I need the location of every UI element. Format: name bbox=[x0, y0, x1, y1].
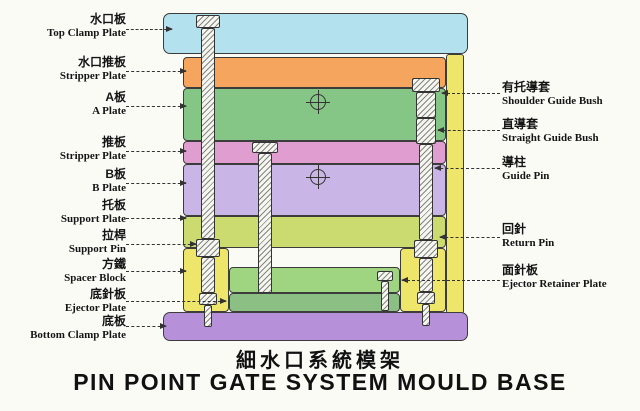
center-mark-icon bbox=[306, 165, 330, 189]
support-pin-collar bbox=[196, 239, 220, 257]
label-straight-guide-bush-en: Straight Guide Bush bbox=[502, 132, 599, 144]
label-bottom-clamp-plate-cn: 底板 bbox=[101, 314, 126, 328]
leader-stripper-plate-mid bbox=[126, 148, 187, 154]
guide-pin bbox=[419, 144, 433, 240]
label-support-pin: 拉桿 Support Pin bbox=[2, 228, 126, 256]
ejector-screw-stem bbox=[381, 281, 389, 311]
shoulder-guide-bush-flange bbox=[412, 78, 440, 92]
stripper-plate-top bbox=[183, 57, 446, 88]
label-bottom-clamp-plate-en: Bottom Clamp Plate bbox=[30, 329, 126, 341]
label-shoulder-guide-bush: 有托導套 Shoulder Guide Bush bbox=[502, 80, 638, 108]
stripper-plate-mid bbox=[183, 141, 446, 164]
support-pin-bolt-head bbox=[199, 293, 217, 305]
straight-guide-bush bbox=[416, 118, 436, 144]
leader-straight-guide-bush bbox=[437, 127, 500, 133]
diagram-title-chinese: 細水口系統模架 bbox=[236, 350, 404, 372]
label-b-plate: B板 B Plate bbox=[2, 167, 126, 195]
label-b-plate-cn: B板 bbox=[105, 167, 126, 181]
label-return-pin: 回針 Return Pin bbox=[502, 222, 638, 250]
label-straight-guide-bush: 直導套 Straight Guide Bush bbox=[502, 117, 638, 145]
ejector-plate bbox=[229, 293, 400, 312]
return-pin bbox=[419, 258, 433, 292]
label-ejector-retainer-plate-en: Ejector Retainer Plate bbox=[502, 278, 607, 290]
label-a-plate: A板 A Plate bbox=[2, 90, 126, 118]
label-support-pin-cn: 拉桿 bbox=[101, 228, 126, 242]
label-stripper-plate-mid-en: Stripper Plate bbox=[59, 150, 126, 162]
label-guide-pin: 導柱 Guide Pin bbox=[502, 155, 638, 183]
label-spacer-block: 方鐵 Spacer Block bbox=[2, 257, 126, 285]
shoulder-guide-bush bbox=[416, 92, 436, 118]
label-spacer-block-en: Spacer Block bbox=[64, 272, 126, 284]
label-bottom-clamp-plate: 底板 Bottom Clamp Plate bbox=[2, 314, 126, 342]
label-ejector-plate-cn: 底針板 bbox=[89, 287, 126, 301]
support-pin-lower bbox=[201, 257, 215, 293]
leader-ejector-retainer-plate bbox=[401, 277, 500, 283]
center-pin-head bbox=[252, 142, 278, 153]
leader-top-clamp-plate bbox=[126, 26, 173, 32]
label-return-pin-cn: 回針 bbox=[502, 222, 527, 236]
leader-stripper-plate-top bbox=[126, 68, 187, 74]
support-pin-shaft bbox=[201, 28, 215, 239]
label-top-clamp-plate-en: Top Clamp Plate bbox=[46, 27, 126, 39]
leader-bottom-clamp-plate bbox=[126, 323, 167, 329]
leader-shoulder-guide-bush bbox=[441, 90, 500, 96]
leader-ejector-plate bbox=[126, 298, 227, 304]
ejector-retainer-plate bbox=[229, 267, 400, 293]
support-pin-head bbox=[196, 15, 220, 28]
label-top-clamp-plate: 水口板 Top Clamp Plate bbox=[2, 12, 126, 40]
return-pin-bolt-head bbox=[417, 292, 435, 304]
leader-support-pin bbox=[126, 241, 197, 247]
label-stripper-plate-top-cn: 水口推板 bbox=[77, 55, 126, 69]
label-ejector-plate: 底針板 Ejector Plate bbox=[2, 287, 126, 315]
leader-a-plate bbox=[126, 103, 187, 109]
label-a-plate-cn: A板 bbox=[105, 90, 126, 104]
label-return-pin-en: Return Pin bbox=[502, 237, 555, 249]
leader-support-plate bbox=[126, 215, 187, 221]
label-shoulder-guide-bush-cn: 有托導套 bbox=[502, 80, 551, 94]
label-ejector-retainer-plate: 面針板 Ejector Retainer Plate bbox=[502, 263, 638, 291]
leader-spacer-block bbox=[126, 268, 187, 274]
diagram-title-english: PIN POINT GATE SYSTEM MOULD BASE bbox=[73, 369, 567, 395]
support-pin-bolt-stem bbox=[204, 305, 212, 327]
center-mark-icon bbox=[306, 90, 330, 114]
leader-return-pin bbox=[439, 234, 500, 240]
leader-guide-pin bbox=[434, 165, 500, 171]
label-b-plate-en: B Plate bbox=[92, 182, 126, 194]
leader-b-plate bbox=[126, 180, 187, 186]
label-stripper-plate-mid-cn: 推板 bbox=[101, 135, 126, 149]
label-shoulder-guide-bush-en: Shoulder Guide Bush bbox=[502, 95, 603, 107]
label-support-plate-cn: 托板 bbox=[101, 198, 126, 212]
label-guide-pin-en: Guide Pin bbox=[502, 170, 550, 182]
return-pin-bolt-stem bbox=[422, 304, 430, 326]
label-spacer-block-cn: 方鐵 bbox=[101, 257, 126, 271]
label-support-pin-en: Support Pin bbox=[68, 243, 126, 255]
label-top-clamp-plate-cn: 水口板 bbox=[89, 12, 126, 26]
label-stripper-plate-mid: 推板 Stripper Plate bbox=[2, 135, 126, 163]
label-stripper-plate-top-en: Stripper Plate bbox=[59, 70, 126, 82]
label-stripper-plate-top: 水口推板 Stripper Plate bbox=[2, 55, 126, 83]
label-support-plate: 托板 Support Plate bbox=[2, 198, 126, 226]
label-ejector-retainer-plate-cn: 面針板 bbox=[502, 263, 539, 277]
return-pin-collar bbox=[414, 240, 438, 258]
center-pin-shaft bbox=[258, 153, 272, 293]
label-ejector-plate-en: Ejector Plate bbox=[64, 302, 126, 314]
support-plate bbox=[183, 216, 446, 248]
label-support-plate-en: Support Plate bbox=[60, 213, 126, 225]
label-a-plate-en: A Plate bbox=[92, 105, 126, 117]
label-straight-guide-bush-cn: 直導套 bbox=[502, 117, 539, 131]
ejector-screw-head bbox=[377, 271, 393, 281]
bottom-clamp-plate bbox=[163, 312, 468, 341]
label-guide-pin-cn: 導柱 bbox=[502, 155, 527, 169]
